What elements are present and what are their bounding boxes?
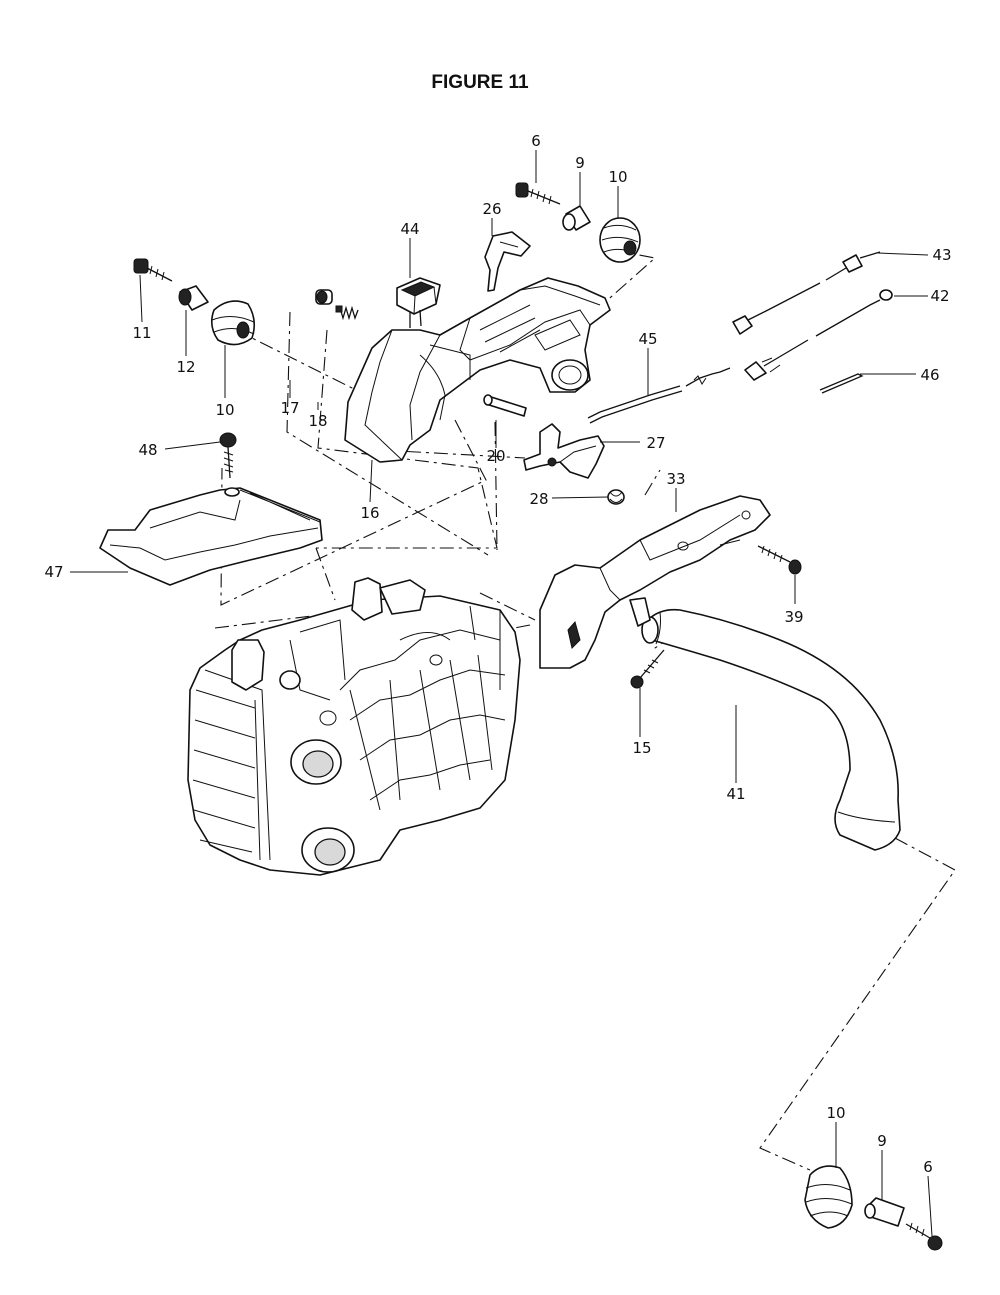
part-42-cable	[744, 289, 893, 381]
callout-47: 47	[44, 563, 63, 581]
part-10-bushing-left	[210, 300, 256, 346]
callout-9-top: 9	[575, 154, 585, 172]
callout-39: 39	[784, 608, 803, 626]
part-26-lockout	[484, 231, 531, 292]
part-33-bracket	[539, 495, 771, 669]
callout-11: 11	[132, 324, 151, 342]
callout-10-bottom: 10	[826, 1104, 845, 1122]
part-9-spacer-bottom	[864, 1197, 905, 1227]
callout-15: 15	[632, 739, 651, 757]
part-45-throttle-rod	[587, 367, 731, 424]
callout-12: 12	[176, 358, 195, 376]
part-43-cable	[732, 251, 881, 335]
callout-10-top: 10	[608, 168, 627, 186]
part-6-screw-bottom	[905, 1222, 943, 1251]
callout-10-left: 10	[215, 401, 234, 419]
part-41-handle-bar	[629, 597, 901, 851]
callout-46: 46	[920, 366, 939, 384]
callout-45: 45	[638, 330, 657, 348]
callout-6-bottom: 6	[923, 1158, 933, 1176]
callout-26: 26	[482, 200, 501, 218]
callout-18: 18	[308, 412, 327, 430]
part-28-spring	[607, 489, 625, 505]
part-18-spring	[335, 305, 359, 321]
callout-43: 43	[932, 246, 951, 264]
part-9-spacer-top	[562, 205, 591, 231]
callout-27: 27	[646, 434, 665, 452]
engine-crankcase	[187, 577, 521, 876]
part-15-screw	[630, 649, 665, 689]
figure-title: FIGURE 11	[431, 72, 529, 93]
callout-33: 33	[666, 470, 685, 488]
callout-48: 48	[138, 441, 157, 459]
callout-17: 17	[280, 399, 299, 417]
part-20-pin	[483, 394, 527, 417]
callouts: 6 9 10 26 44 43 42 11 12 10 17 18 45 46 …	[44, 132, 951, 1176]
part-12-spacer-left	[178, 285, 209, 311]
part-27-throttle-trigger	[523, 423, 605, 479]
part-10-bushing-top	[599, 217, 641, 263]
callout-42: 42	[930, 287, 949, 305]
callout-6-top: 6	[531, 132, 541, 150]
part-6-screw-top	[515, 182, 561, 205]
part-16-rear-handle	[344, 277, 611, 463]
callout-44: 44	[400, 220, 419, 238]
callout-28: 28	[529, 490, 548, 508]
part-47-cover	[99, 487, 323, 586]
leader-lines	[70, 150, 933, 1237]
part-10-bushing-bottom	[804, 1165, 853, 1229]
part-46-clip	[819, 373, 864, 394]
callout-16: 16	[360, 504, 379, 522]
callout-41: 41	[726, 785, 745, 803]
part-48-screw	[219, 432, 237, 479]
part-11-screw-left	[133, 258, 173, 282]
callout-9-bottom: 9	[877, 1132, 887, 1150]
part-39-screw	[757, 545, 802, 575]
part-17-pin	[315, 289, 333, 305]
part-44-switch	[396, 277, 441, 328]
callout-20: 20	[486, 447, 505, 465]
